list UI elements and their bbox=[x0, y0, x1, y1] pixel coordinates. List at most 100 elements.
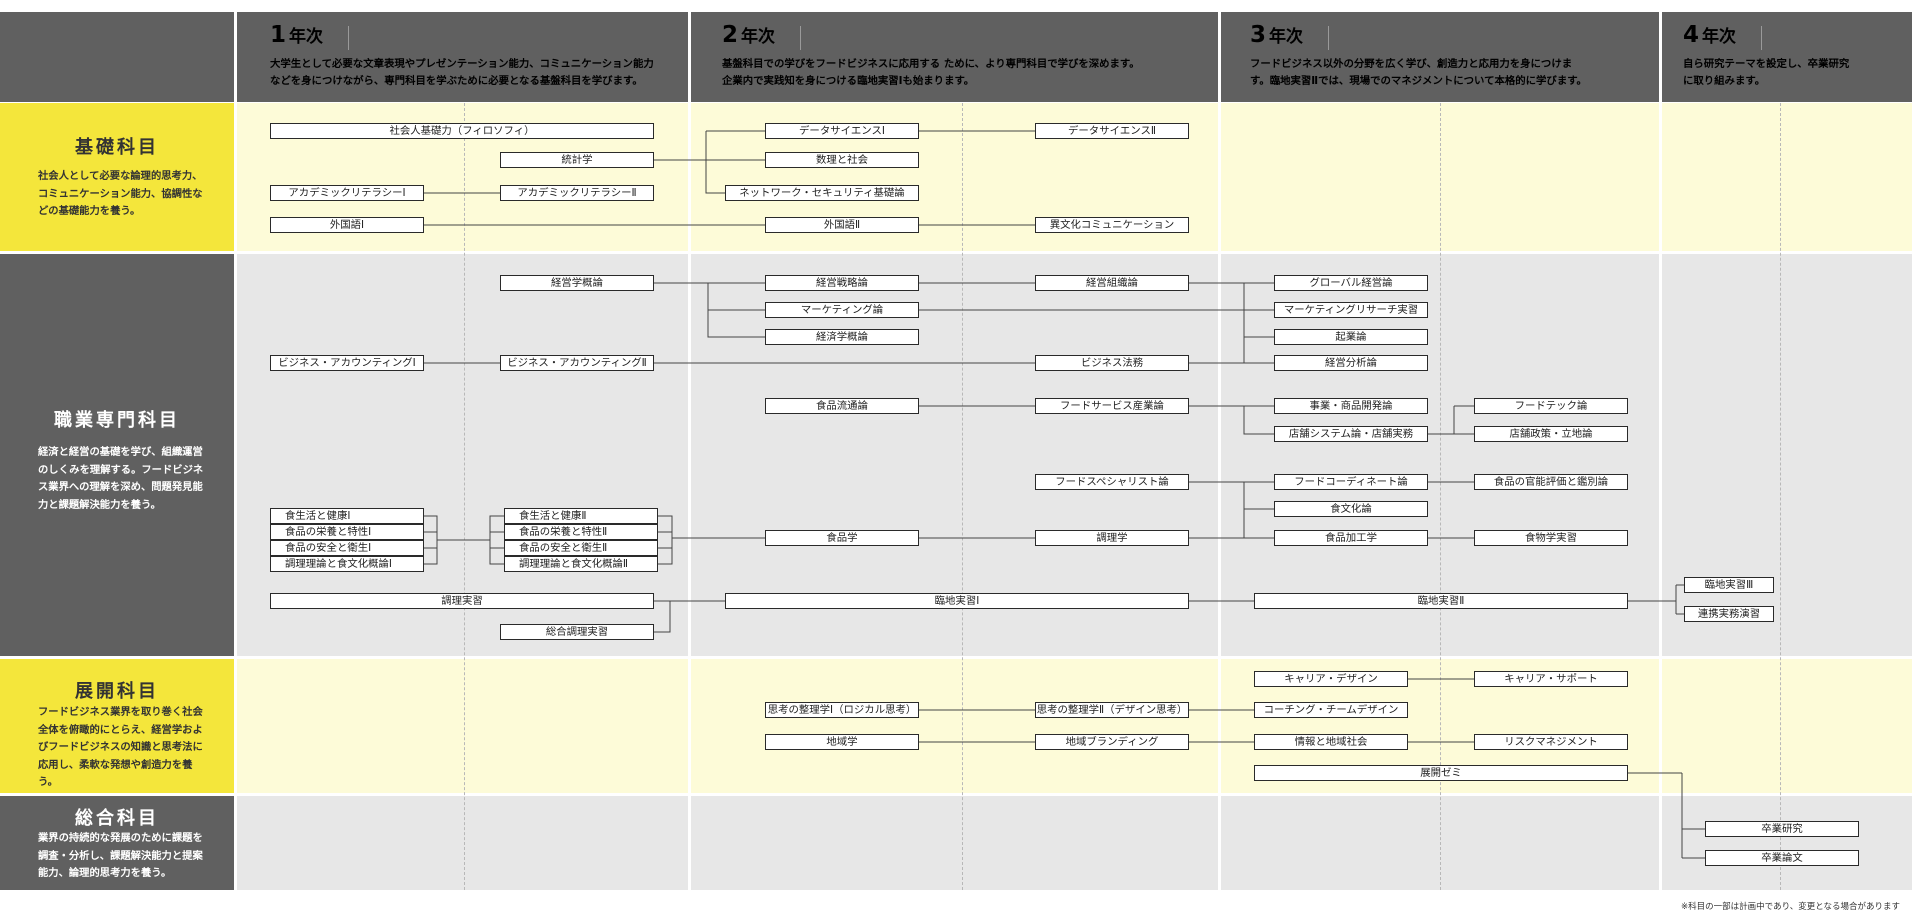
year-label: 年次 bbox=[741, 27, 776, 47]
category-basic: 基礎科目 社会人として必要な論理的思考力、コミュニケーション能力、協調性などの基… bbox=[0, 103, 234, 251]
year-number: 2 bbox=[722, 22, 740, 48]
year-number: 1 bbox=[270, 22, 288, 48]
course-s2: 食品の安全と衛生Ⅱ bbox=[504, 540, 658, 556]
connector-line bbox=[424, 515, 438, 565]
category-desc: 経済と経営の基礎を学び、組織運営のしくみを理解する。フードビジネス業界への理解を… bbox=[38, 446, 204, 511]
course-ds2: データサイエンスⅡ bbox=[1035, 123, 1189, 139]
category-general: 総合科目 業界の持続的な発展のために課題を調査・分析し、課題解決能力と提案能力、… bbox=[0, 796, 234, 890]
course-specialist: フードスペシャリスト論 bbox=[1035, 474, 1189, 490]
connector-line bbox=[489, 515, 504, 565]
year-desc-line: に取り組みます。 bbox=[1683, 75, 1766, 87]
year-divider bbox=[1659, 12, 1662, 890]
course-foodservice: フードサービス産業論 bbox=[1035, 398, 1189, 414]
course-foodsci: 食品学 bbox=[765, 530, 919, 546]
course-t1: 調理理論と食文化概論Ⅰ bbox=[270, 556, 424, 572]
course-thesis-res: 卒業研究 bbox=[1705, 821, 1859, 837]
year-desc-line: などを身につけながら、専門科目を学ぶために必要となる基盤科目を学びます。 bbox=[270, 75, 643, 87]
course-cookprac2: 総合調理実習 bbox=[500, 624, 654, 640]
course-sensory: 食品の官能評価と鑑別論 bbox=[1474, 474, 1628, 490]
course-coop: 連携実務演習 bbox=[1684, 606, 1774, 622]
course-intern2: 臨地実習Ⅱ bbox=[1254, 593, 1628, 609]
course-marketing: マーケティング論 bbox=[765, 302, 919, 318]
connector-line bbox=[705, 131, 725, 194]
category-development: 展開科目 フードビジネス業界を取り巻く社会全体を俯瞰的にとらえ、経営学およびフー… bbox=[0, 659, 234, 793]
category-title: 職業専門科目 bbox=[54, 410, 180, 431]
connector-line bbox=[658, 515, 673, 565]
course-org: 経営組織論 bbox=[1035, 275, 1189, 291]
year4-guide bbox=[1780, 103, 1781, 890]
course-coaching: コーチング・チームデザイン bbox=[1254, 702, 1408, 718]
course-acad1: アカデミックリテラシーⅠ bbox=[270, 185, 424, 201]
course-info: 情報と地域社会 bbox=[1254, 734, 1408, 750]
category-desc: 業界の持続的な発展のために課題を調査・分析し、課題解決能力と提案能力、論理的思考… bbox=[38, 832, 203, 879]
category-desc: フードビジネス業界を取り巻く社会全体を俯瞰的にとらえ、経営学およびフードビジネス… bbox=[38, 706, 203, 788]
category-desc: 社会人として必要な論理的思考力、コミュニケーション能力、協調性などの基礎能力を養… bbox=[38, 170, 203, 217]
course-global: グローバル経営論 bbox=[1274, 275, 1428, 291]
course-intercult: 異文化コミュニケーション bbox=[1035, 217, 1189, 233]
header-corner bbox=[0, 12, 236, 102]
course-storepolicy: 店舗政策・立地論 bbox=[1474, 426, 1628, 442]
course-acad2: アカデミックリテラシーⅡ bbox=[500, 185, 654, 201]
year-number: 4 bbox=[1683, 22, 1701, 48]
course-analysis: 経営分析論 bbox=[1274, 355, 1428, 371]
year-number: 3 bbox=[1250, 22, 1268, 48]
course-s1: 食品の安全と衛生Ⅰ bbox=[270, 540, 424, 556]
course-risk: リスクマネジメント bbox=[1474, 734, 1628, 750]
course-cooksci: 調理学 bbox=[1035, 530, 1189, 546]
course-net: ネットワーク・セキュリティ基礎論 bbox=[725, 185, 919, 201]
course-t2: 調理理論と食文化概論Ⅱ bbox=[504, 556, 658, 572]
course-mgmtintro: 経営学概論 bbox=[500, 275, 654, 291]
course-think2: 思考の整理学Ⅱ（デザイン思考） bbox=[1035, 702, 1189, 718]
course-ba2: ビジネス・アカウンティングⅡ bbox=[500, 355, 654, 371]
course-culture: 食文化論 bbox=[1274, 501, 1428, 517]
connector-line bbox=[1243, 406, 1274, 435]
connector-line bbox=[654, 601, 671, 633]
category-title: 総合科目 bbox=[75, 808, 159, 829]
connector-line bbox=[707, 283, 765, 338]
course-lang1: 外国語Ⅰ bbox=[270, 217, 424, 233]
course-math: 数理と社会 bbox=[765, 152, 919, 168]
course-h1: 食生活と健康Ⅰ bbox=[270, 508, 424, 524]
year-label: 年次 bbox=[1269, 27, 1304, 47]
year2-guide bbox=[962, 103, 963, 890]
category-professional: 職業専門科目 経済と経営の基礎を学び、組織運営のしくみを理解する。フードビジネス… bbox=[0, 254, 234, 656]
course-career: キャリア・デザイン bbox=[1254, 671, 1408, 687]
course-thesis: 卒業論文 bbox=[1705, 850, 1859, 866]
year-desc-line: フードビジネス以外の分野を広く学び、創造力と応用力を身につけま bbox=[1250, 58, 1573, 70]
course-branding: 地域ブランディング bbox=[1035, 734, 1189, 750]
course-think1: 思考の整理学Ⅰ（ロジカル思考） bbox=[765, 702, 919, 718]
course-ds1: データサイエンスⅠ bbox=[765, 123, 919, 139]
course-mresearch: マーケティングリサーチ実習 bbox=[1274, 302, 1428, 318]
course-foodlab: 食物学実習 bbox=[1474, 530, 1628, 546]
year1-guide bbox=[464, 103, 465, 890]
footnote: ※科目の一部は計画中であり、変更となる場合があります bbox=[1681, 902, 1900, 912]
course-law: ビジネス法務 bbox=[1035, 355, 1189, 371]
course-econ: 経済学概論 bbox=[765, 329, 919, 345]
course-entre: 起業論 bbox=[1274, 329, 1428, 345]
course-intern1: 臨地実習Ⅰ bbox=[725, 593, 1189, 609]
year-divider bbox=[688, 12, 691, 890]
year-desc-line: す。臨地実習Ⅱでは、現場でのマネジメントについて本格的に学びます。 bbox=[1250, 75, 1587, 87]
year-desc-line: 企業内で実践知を身につける臨地実習Ⅰも始まります。 bbox=[722, 75, 975, 87]
course-ba1: ビジネス・アカウンティングⅠ bbox=[270, 355, 424, 371]
year3-guide bbox=[1440, 103, 1441, 890]
course-processing: 食品加工学 bbox=[1274, 530, 1428, 546]
year-divider bbox=[234, 12, 237, 890]
course-intern3: 臨地実習Ⅲ bbox=[1684, 577, 1774, 593]
course-lang2: 外国語Ⅱ bbox=[765, 217, 919, 233]
course-n2: 食品の栄養と特性Ⅱ bbox=[504, 524, 658, 540]
category-title: 基礎科目 bbox=[75, 137, 159, 158]
year-desc-line: 基盤科目での学びをフードビジネスに応用する ために、より専門科目で学びを深めます… bbox=[722, 58, 1140, 70]
course-h2: 食生活と健康Ⅱ bbox=[504, 508, 658, 524]
band-general bbox=[236, 796, 1912, 890]
year-label: 年次 bbox=[289, 27, 324, 47]
course-coordinate: フードコーディネート論 bbox=[1274, 474, 1428, 490]
course-stat: 統計学 bbox=[500, 152, 654, 168]
course-cookprac: 調理実習 bbox=[270, 593, 654, 609]
year-desc-line: 大学生として必要な文章表現やプレゼンテーション能力、コミュニケーション能力 bbox=[270, 58, 654, 70]
